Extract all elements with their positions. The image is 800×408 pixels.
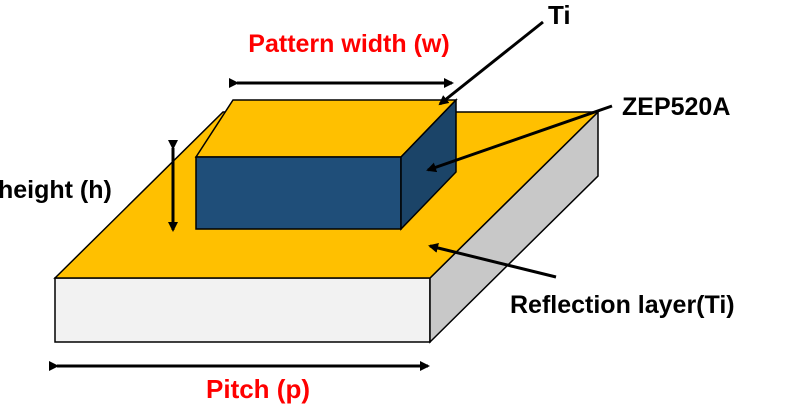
height-label: height (h) bbox=[0, 176, 112, 204]
ti-leader-line bbox=[438, 20, 544, 106]
substrate bbox=[54, 110, 599, 344]
zep520a-label: ZEP520A bbox=[622, 93, 730, 121]
substrate-front-face bbox=[54, 277, 431, 343]
pattern-width-label: Pattern width (w) bbox=[248, 30, 449, 58]
pitch-label: Pitch (p) bbox=[206, 374, 310, 404]
ti-label: Ti bbox=[548, 0, 571, 30]
reflection-layer-label: Reflection layer(Ti) bbox=[510, 291, 735, 319]
reflection-leader-line bbox=[428, 243, 557, 279]
block-front-face bbox=[195, 156, 402, 230]
zep520a-leader-line bbox=[426, 104, 613, 173]
